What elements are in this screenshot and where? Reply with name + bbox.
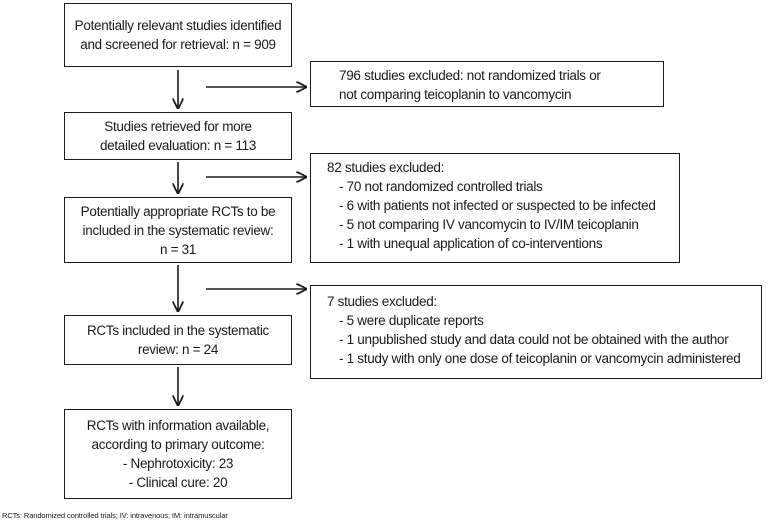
box-included-line-1: RCTs included in the systematic	[86, 323, 270, 338]
box-retrieved-line-2: detailed evaluation: n = 113	[99, 138, 257, 153]
exclusion-box-3: 7 studies excluded: - 5 were duplicate r…	[310, 285, 762, 379]
exclusion-3-item-2: - 1 unpublished study and data could not…	[339, 332, 729, 347]
box-included-line-2: review: n = 24	[137, 342, 219, 357]
box-retrieved-line-1: Studies retrieved for more	[104, 119, 252, 134]
box-appropriate-line-2: included in the systematic review:	[82, 222, 274, 238]
box-info-line-4: - Clinical cure: 20	[128, 475, 228, 490]
exclusion-2-item-3: - 5 not comparing IV vancomycin to IV/IM…	[339, 217, 639, 232]
box-included-rcts: RCTs included in the systematic review: …	[64, 315, 292, 365]
exclusion-2-item-1: - 70 not randomized controlled trials	[339, 179, 543, 194]
exclusion-2-item-2: - 6 with patients not infected or suspec…	[339, 198, 656, 213]
box-info-line-1: RCTs with information available,	[86, 418, 270, 433]
box-identified: Potentially relevant studies identified …	[64, 3, 292, 67]
exclusion-3-item-3: - 1 study with only one dose of teicopla…	[339, 351, 741, 366]
exclusion-box-1: 796 studies excluded: not randomized tri…	[310, 61, 664, 107]
exclusion-2-title: 82 studies excluded:	[327, 160, 445, 175]
box-identified-line-2: and screened for retrieval: n = 909	[80, 37, 276, 52]
box-appropriate-rcts: Potentially appropriate RCTs to be inclu…	[64, 197, 292, 263]
box-appropriate-line-1: Potentially appropriate RCTs to be	[80, 203, 276, 219]
exclusion-3-item-1: - 5 were duplicate reports	[339, 313, 484, 328]
exclusion-box-2: 82 studies excluded: - 70 not randomized…	[310, 153, 680, 263]
box-retrieved: Studies retrieved for more detailed eval…	[64, 112, 292, 160]
box-info-line-3: - Nephrotoxicity: 23	[122, 456, 234, 471]
box-appropriate-line-3: n = 31	[159, 241, 197, 257]
abbreviations-footnote: RCTs: Randomized controlled trials; IV: …	[2, 511, 228, 520]
box-identified-line-1: Potentially relevant studies identified	[74, 18, 282, 33]
exclusion-1-title: 796 studies excluded: not randomized tri…	[339, 68, 601, 83]
box-information-available: RCTs with information available, accordi…	[64, 409, 292, 499]
exclusion-3-title: 7 studies excluded:	[327, 294, 437, 309]
exclusion-2-item-4: - 1 with unequal application of co-inter…	[339, 236, 603, 251]
box-info-line-2: according to primary outcome:	[91, 437, 265, 452]
exclusion-1-item-1: not comparing teicoplanin to vancomycin	[339, 87, 572, 102]
